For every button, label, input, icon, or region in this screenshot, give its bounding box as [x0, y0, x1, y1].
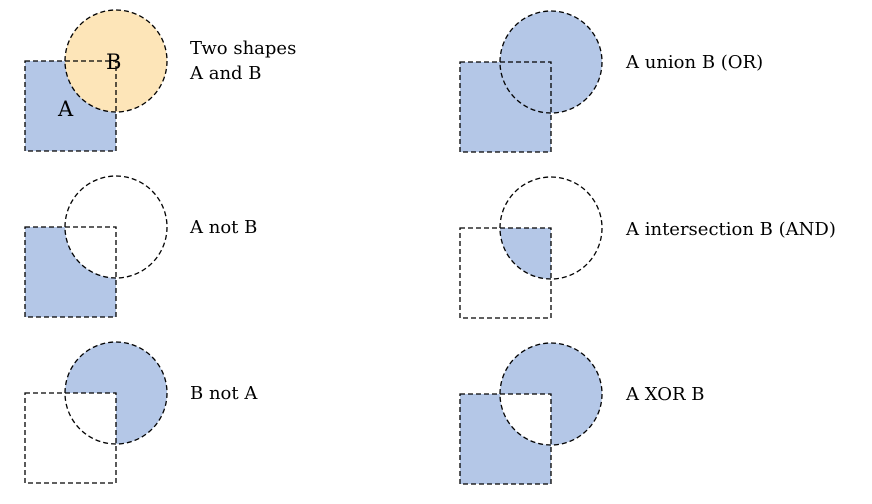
a-not-b-square-outline [24, 226, 117, 318]
b-not-a-square-outline [24, 392, 117, 484]
union-circle-outline [499, 10, 603, 114]
shape-a-label: A [57, 97, 74, 121]
panel-b-not-a: B not A [24, 341, 258, 484]
caption-union: A union B (OR) [625, 52, 763, 73]
caption-b-not-a: B not A [190, 383, 258, 404]
union-square-outline [459, 61, 552, 153]
shape-a-outline [24, 60, 117, 152]
a-not-b-region [25, 227, 116, 317]
b-not-a-circle-outline [64, 341, 168, 445]
a-not-b-circle-outline [64, 175, 168, 279]
panel-two-shapes: A B Two shapes A and B [24, 9, 296, 152]
intersection-circle-outline [499, 176, 603, 280]
intersection-region [500, 228, 551, 279]
caption-xor: A XOR B [625, 384, 704, 405]
xor-circle-outline [499, 342, 603, 446]
caption-two-shapes-line1: Two shapes [190, 38, 296, 59]
intersection-square-outline [459, 227, 552, 319]
caption-two-shapes-line2: A and B [189, 63, 262, 84]
caption-intersection: A intersection B (AND) [625, 219, 836, 240]
panel-xor: A XOR B [459, 342, 704, 485]
panel-union: A union B (OR) [459, 10, 763, 153]
caption-a-not-b: A not B [189, 217, 257, 238]
panel-intersection: A intersection B (AND) [459, 176, 836, 319]
shape-b-outline [64, 9, 168, 113]
xor-square-outline [459, 393, 552, 485]
shape-b-label: B [106, 50, 121, 74]
xor-square-part [460, 394, 551, 484]
panel-a-not-b: A not B [24, 175, 257, 318]
